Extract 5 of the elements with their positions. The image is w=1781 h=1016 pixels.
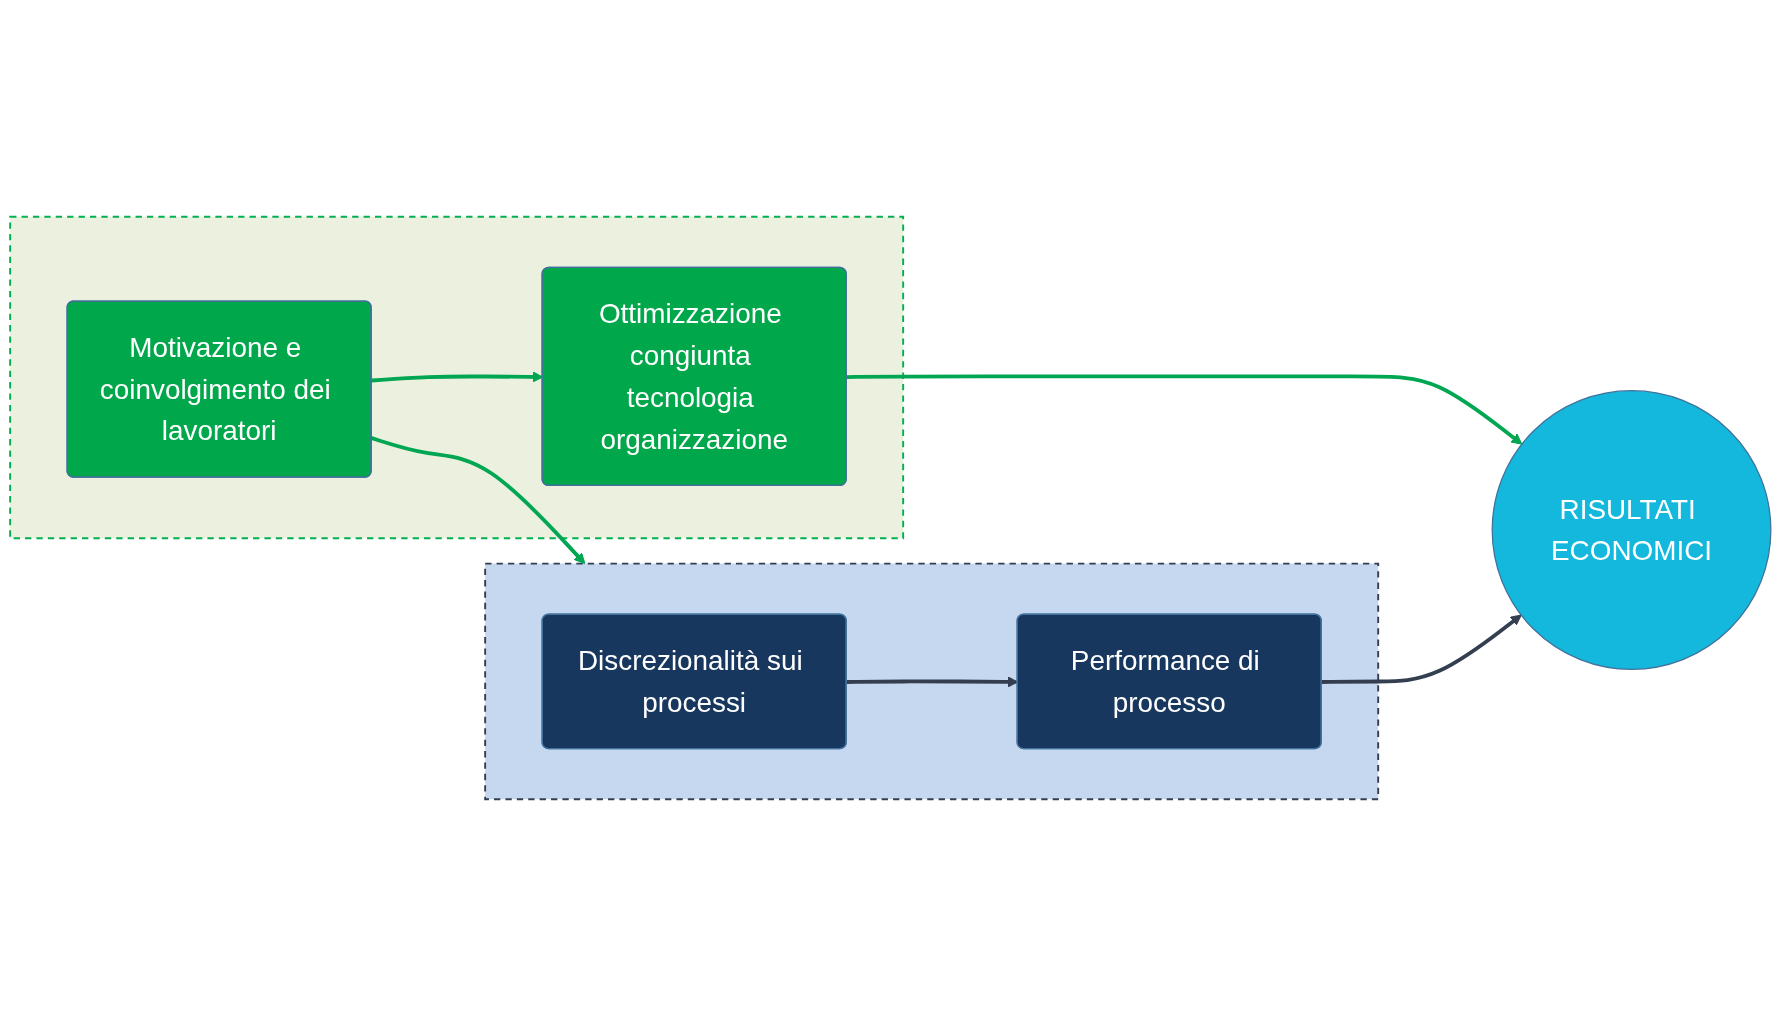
arrow xyxy=(1321,614,1522,684)
cluster xyxy=(9,215,905,540)
cluster xyxy=(484,562,1380,801)
node-circle: RISULTATI ECONOMICI xyxy=(1491,390,1772,670)
arrow xyxy=(846,374,1523,445)
